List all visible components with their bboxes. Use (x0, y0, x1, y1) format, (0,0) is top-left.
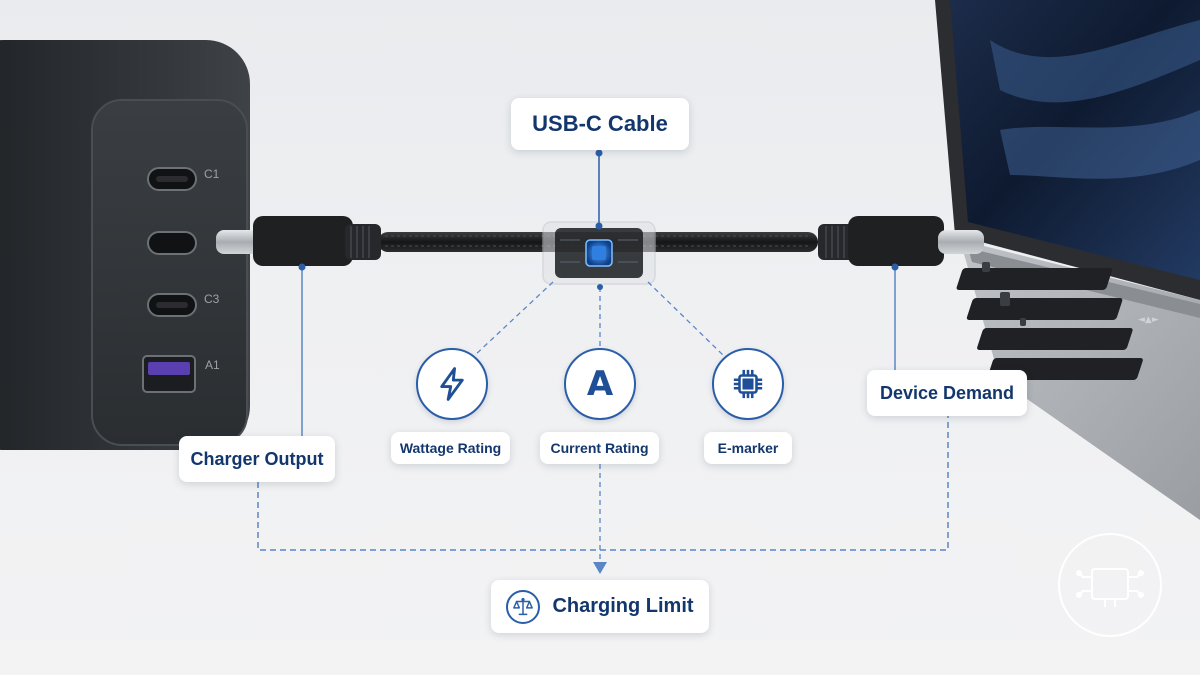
port-label-c1: C1 (204, 167, 220, 181)
charging-limit-label: Charging Limit (552, 595, 694, 617)
port-label-a1: A1 (205, 358, 220, 372)
usb-a-port[interactable] (142, 355, 196, 393)
current-badge-letter: A (586, 364, 614, 404)
right-cable-connector (818, 216, 984, 266)
microchip-icon (712, 348, 784, 420)
usb-c-cable (216, 216, 984, 285)
ampere-letter-icon: A (564, 348, 636, 420)
port-label-c3: C3 (204, 292, 220, 306)
connector-lines (257, 149, 949, 574)
usb-c-cable-label: USB-C Cable (511, 98, 689, 150)
e-marker-label: E-marker (704, 432, 792, 464)
lightning-bolt-icon (416, 348, 488, 420)
usb-c-port-3[interactable] (147, 293, 197, 317)
chip-outline-logo (1058, 533, 1162, 637)
wattage-rating-label: Wattage Rating (391, 432, 510, 464)
balance-scale-icon (506, 589, 541, 624)
e-marker-chip-housing (542, 221, 656, 285)
charging-limit-box: Charging Limit (491, 580, 709, 633)
keyboard-key-label: ◄▲► (1138, 315, 1159, 325)
usb-c-port-1[interactable] (147, 167, 197, 191)
laptop: ◄▲► (935, 0, 1200, 520)
charger-output-label: Charger Output (179, 436, 335, 482)
current-rating-label: Current Rating (540, 432, 659, 464)
device-demand-label: Device Demand (867, 370, 1027, 416)
charger: C1 C3 A1 (0, 40, 250, 450)
left-cable-connector (216, 216, 381, 266)
usb-c-port-2[interactable] (147, 231, 197, 255)
